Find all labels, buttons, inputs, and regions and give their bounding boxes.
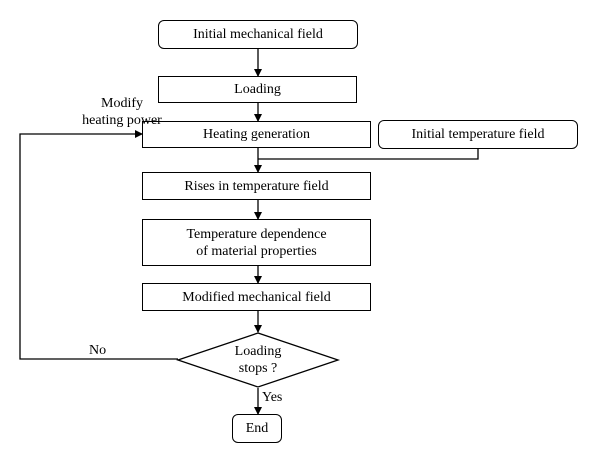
no-label: No [89, 343, 107, 358]
loading-stops-decision-text: Loading stops ? [208, 343, 308, 377]
loading-node: Loading [158, 76, 357, 103]
yes-label: Yes [262, 390, 283, 405]
loading-stops-line2: stops ? [238, 361, 278, 376]
rises-in-temperature-field-label: Rises in temperature field [184, 178, 329, 194]
modify-heating-power-label: Modify heating power [68, 95, 176, 129]
initial-mechanical-field-node: Initial mechanical field [158, 20, 358, 49]
initial-mechanical-field-label: Initial mechanical field [193, 27, 323, 42]
modify-label-line2: heating power [82, 113, 162, 128]
heating-generation-label: Heating generation [203, 127, 310, 142]
initial-temperature-field-label: Initial temperature field [411, 127, 545, 142]
loading-label: Loading [234, 82, 281, 97]
temperature-dependence-node: Temperature dependence of material prope… [142, 219, 371, 266]
modified-mechanical-field-label: Modified mechanical field [182, 289, 331, 305]
arrow-no-feedback-loop [19, 130, 178, 360]
loading-stops-line1: Loading [234, 344, 282, 359]
initial-temperature-field-node: Initial temperature field [378, 120, 578, 149]
end-node: End [232, 414, 282, 443]
modified-mechanical-field-node: Modified mechanical field [142, 283, 371, 311]
decision-diamond [175, 332, 341, 388]
connector-initial-temperature-merge [258, 148, 479, 160]
rises-in-temperature-field-node: Rises in temperature field [142, 172, 371, 200]
temperature-dependence-line2: of material properties [196, 243, 317, 259]
end-label: End [245, 421, 269, 436]
temperature-dependence-line1: Temperature dependence [186, 226, 327, 242]
modify-label-line1: Modify [101, 96, 143, 111]
heating-generation-node: Heating generation [142, 121, 371, 148]
